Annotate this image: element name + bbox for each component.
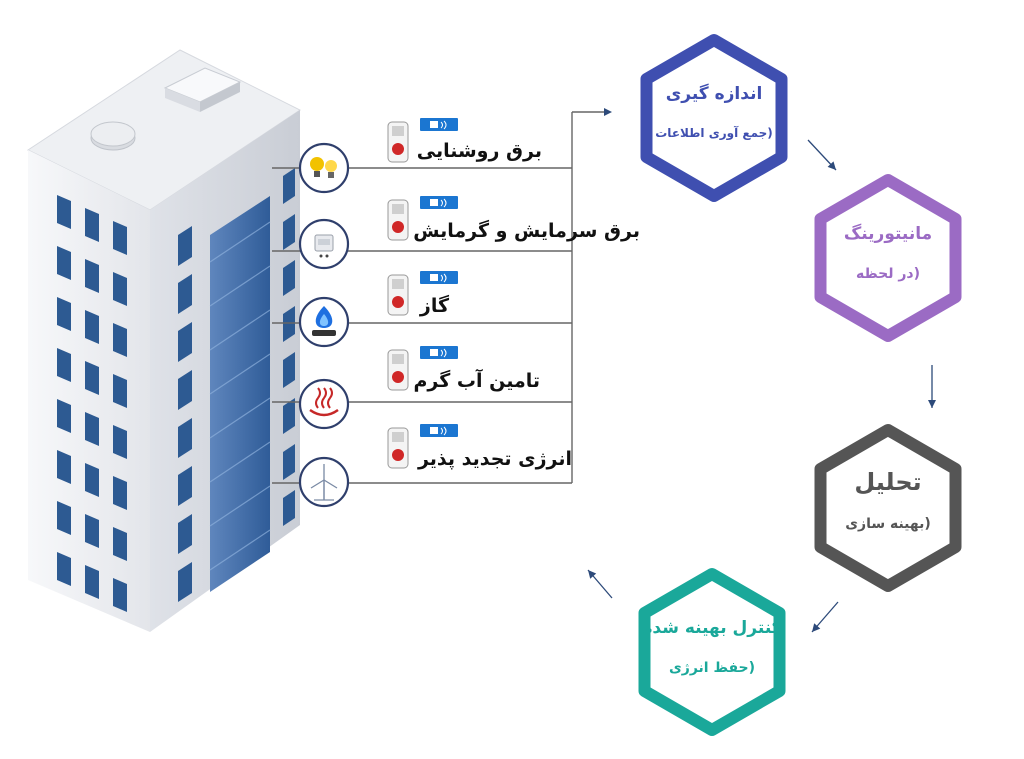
source-label-hvac: برق سرمایش و گرمایش [413, 220, 640, 242]
building-window [113, 323, 127, 357]
building-window [85, 259, 99, 293]
building-window [85, 565, 99, 599]
flow-arrows [587, 139, 936, 633]
building-window [178, 562, 192, 602]
step-subtitle-analysis: (بهینه سازی [845, 516, 931, 532]
building-window [57, 399, 71, 433]
building-window [57, 195, 71, 229]
step-title-monitor: مانیتورینگ [843, 224, 933, 244]
wifi-badge-icon [420, 346, 458, 359]
arrow-head [604, 108, 612, 116]
smart-meter-icon [387, 121, 409, 163]
building-window [85, 361, 99, 395]
building-window [85, 463, 99, 497]
building-window [85, 514, 99, 548]
glass-facade [210, 196, 270, 592]
building-window [283, 306, 295, 342]
building-window [283, 398, 295, 434]
gas-flame-icon [298, 296, 350, 348]
building-window [178, 514, 192, 554]
step-title-analysis: تحلیل [854, 468, 922, 496]
step-title-control: کنترل بهینه شده [642, 618, 782, 638]
building-window [283, 352, 295, 388]
step-subtitle-monitor: (در لحظه [856, 266, 920, 282]
smart-meter-icon [387, 274, 409, 316]
building-window [85, 310, 99, 344]
building-window [113, 221, 127, 255]
building-window [178, 418, 192, 458]
building-window [178, 274, 192, 314]
lightbulb-icon [298, 142, 350, 194]
building-window [178, 466, 192, 506]
building-window [283, 214, 295, 250]
building-window [113, 527, 127, 561]
flow-arrow [811, 601, 839, 633]
step-hexagon-measure [640, 34, 788, 202]
smart-meter-icon [387, 349, 409, 391]
building-window [178, 322, 192, 362]
wifi-badge-icon [420, 424, 458, 437]
wifi-badge-icon [420, 196, 458, 209]
source-label-hotwater: تامین آب گرم [413, 370, 540, 392]
step-subtitle-measure: (جمع آوری اطلاعات [655, 126, 773, 140]
building-window [283, 260, 295, 296]
source-label-lighting: برق روشنایی [416, 140, 542, 162]
building-window [57, 246, 71, 280]
building-window [113, 476, 127, 510]
building-window [178, 370, 192, 410]
building-window [57, 297, 71, 331]
building-window [113, 578, 127, 612]
building-window [85, 412, 99, 446]
step-subtitle-control: (حفظ انرژی [668, 660, 756, 676]
building-window [57, 450, 71, 484]
building-window [57, 348, 71, 382]
building-window [113, 272, 127, 306]
building-window [113, 374, 127, 408]
building-window [113, 425, 127, 459]
step-title-measure: اندازه گیری [665, 84, 763, 104]
building-window [57, 501, 71, 535]
flow-arrow [807, 139, 837, 171]
building-illustration [26, 49, 301, 632]
wifi-badge-icon [420, 271, 458, 284]
source-label-gas: گاز [419, 295, 449, 317]
flow-arrow [928, 365, 936, 408]
heating-icon [298, 378, 350, 430]
wind-turbine-icon [298, 456, 350, 508]
building-window [57, 552, 71, 586]
building-window [283, 444, 295, 480]
wifi-badge-icon [420, 118, 458, 131]
building-window [283, 168, 295, 204]
smart-meter-icon [387, 199, 409, 241]
step-hexagon-monitor [814, 174, 962, 342]
building-window [283, 490, 295, 526]
source-label-renewable: انرژی تجدید پذیر [417, 448, 572, 470]
smart-meter-icon [387, 427, 409, 469]
building-window [178, 226, 192, 266]
air-conditioner-icon [298, 218, 350, 270]
step-hexagon-analysis [814, 424, 962, 592]
building-window [85, 208, 99, 242]
step-hexagon-control [638, 568, 786, 736]
flow-arrow [587, 569, 613, 599]
